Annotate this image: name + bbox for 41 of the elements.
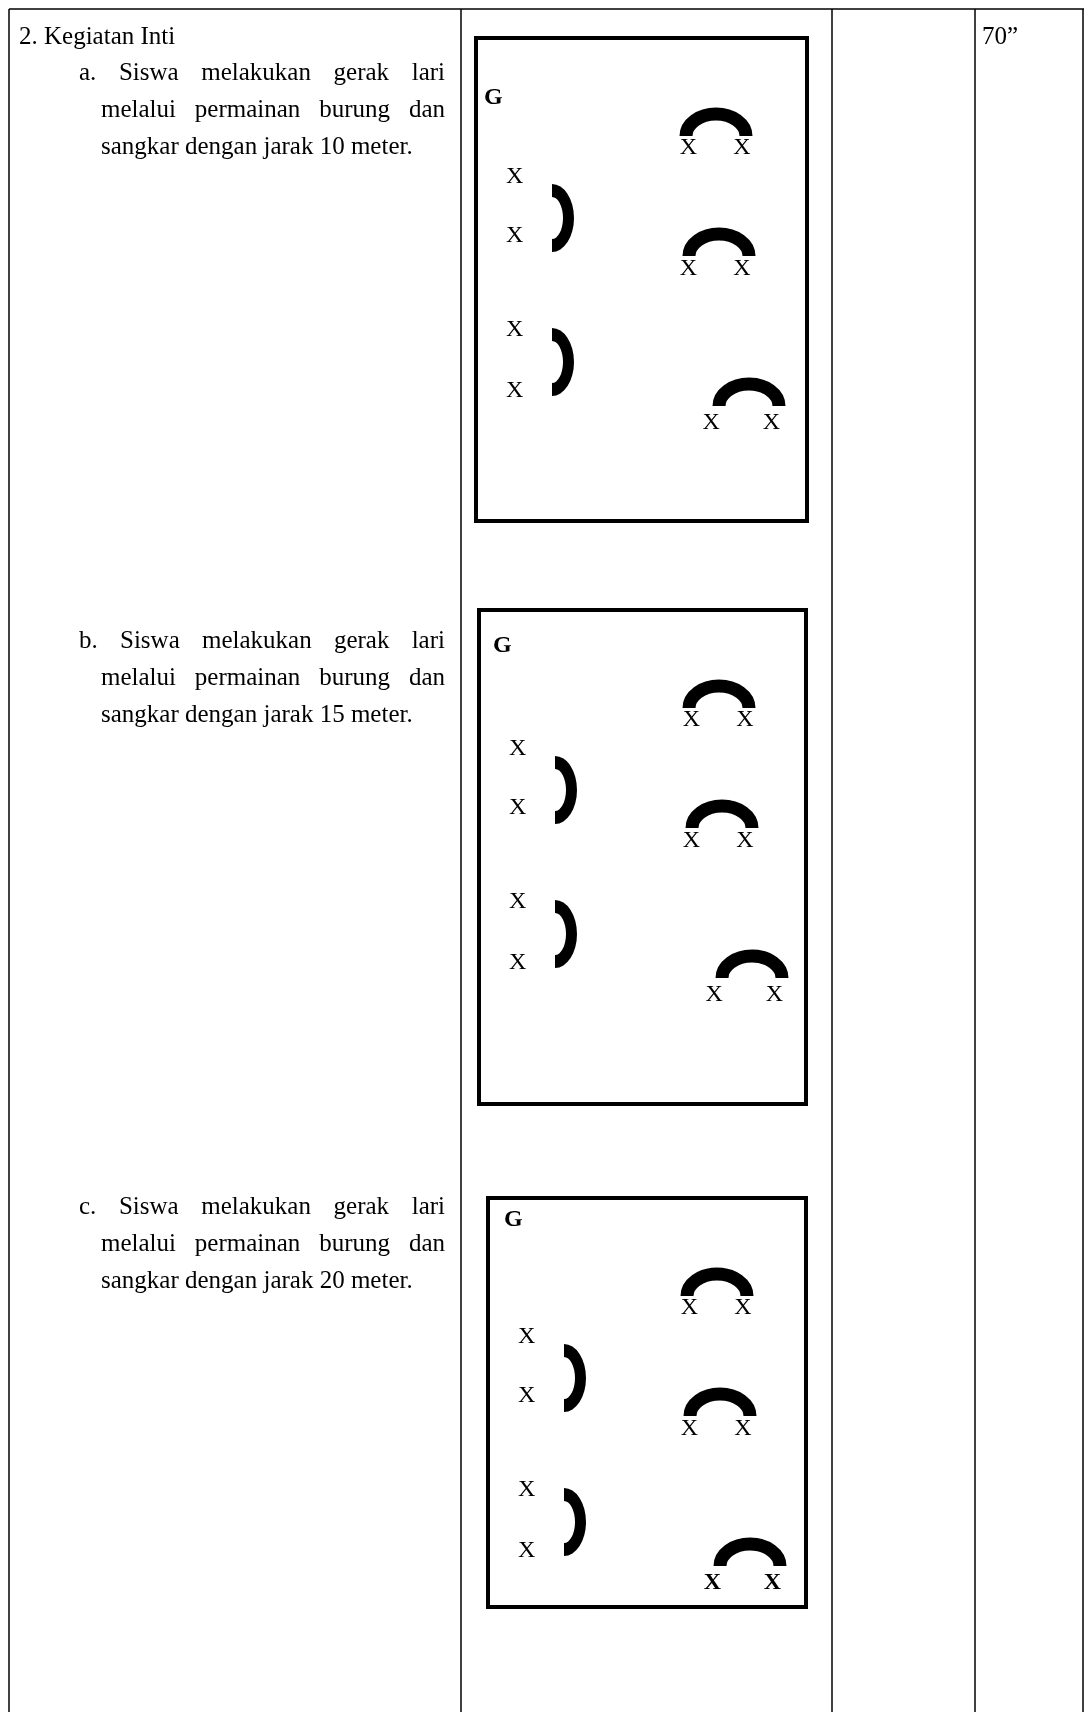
player-mark: X — [506, 316, 524, 341]
player-mark: X — [506, 222, 524, 247]
player-mark: X — [509, 794, 527, 819]
player-mark: X — [679, 133, 697, 158]
playing-field — [474, 36, 809, 523]
activity-text: a. Siswa melakukan gerak lari melalui permainan burung dan sangkar dengan jarak 10 meter. — [79, 57, 445, 161]
duration-text: 70” — [982, 21, 1020, 51]
activity-text: b. Siswa melakukan gerak lari melalui permainan burung dan sangkar dengan jarak 15 meter. — [79, 625, 445, 729]
activity-text: c. Siswa melakukan gerak lari melalui permainan burung dan sangkar dengan jarak 20 meter. — [79, 1191, 445, 1295]
player-mark: X — [763, 1568, 782, 1593]
player-mark: X — [734, 1293, 752, 1318]
player-mark: X — [705, 980, 723, 1005]
teacher-mark: G — [504, 1206, 523, 1230]
player-mark: X — [765, 980, 783, 1005]
playing-field — [486, 1196, 808, 1609]
player-mark: X — [703, 1568, 722, 1593]
player-mark: X — [733, 255, 751, 280]
section-heading: 2. Kegiatan Inti — [19, 21, 177, 51]
playing-field — [477, 608, 808, 1106]
player-mark: X — [733, 133, 751, 158]
player-mark: X — [682, 705, 700, 730]
teacher-mark: G — [484, 84, 503, 108]
player-mark: X — [518, 1537, 536, 1562]
player-mark: X — [509, 888, 527, 913]
player-mark: X — [509, 949, 527, 974]
player-mark: X — [762, 408, 780, 433]
player-mark: X — [518, 1323, 536, 1348]
player-mark: X — [682, 827, 700, 852]
player-mark: X — [518, 1382, 536, 1407]
player-mark: X — [506, 377, 524, 402]
player-mark: X — [680, 1293, 699, 1318]
player-mark: X — [680, 1415, 699, 1440]
player-mark: X — [736, 827, 754, 852]
player-mark: X — [506, 163, 524, 188]
player-mark: X — [679, 255, 697, 280]
player-mark: X — [736, 705, 754, 730]
player-mark: X — [702, 408, 720, 433]
player-mark: X — [509, 735, 527, 760]
player-mark: X — [518, 1476, 536, 1501]
player-mark: X — [734, 1415, 752, 1440]
teacher-mark: G — [493, 632, 512, 656]
